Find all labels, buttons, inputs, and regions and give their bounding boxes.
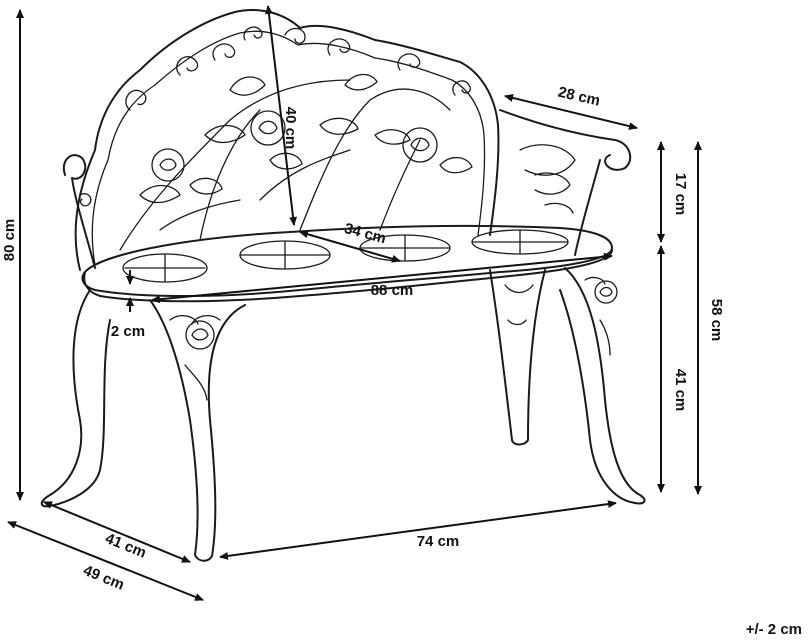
- label-backrest-top-depth: 28 cm: [556, 84, 601, 110]
- left-armrest: [62, 154, 96, 269]
- dimension-lines: [7, 5, 702, 601]
- label-height-with-armrest: 58 cm: [708, 299, 725, 342]
- backrest-inner-frame: [91, 30, 486, 266]
- dim-line-leg-width-span: [219, 500, 617, 560]
- dim-line-total-depth: [7, 521, 204, 601]
- backrest-frame: [74, 8, 500, 271]
- right-front-leg: [559, 267, 646, 505]
- label-seat-height: 41 cm: [672, 369, 689, 412]
- label-total-height: 80 cm: [1, 219, 18, 262]
- label-leg-width-span: 74 cm: [417, 533, 460, 550]
- label-tolerance: +/- 2 cm: [746, 621, 802, 638]
- leg-rose-ornament: [169, 314, 221, 401]
- dim-line-seat-width: [151, 252, 613, 304]
- label-armrest-height: 17 cm: [672, 173, 689, 216]
- seat-lattice: [122, 229, 569, 283]
- left-front-leg: [40, 289, 111, 508]
- bench-illustration: [40, 8, 646, 562]
- label-seat-depth: 34 cm: [342, 220, 387, 247]
- rear-leg: [489, 269, 546, 446]
- right-leg-ornament: [584, 276, 618, 356]
- dim-line-backrest-height: [264, 5, 298, 226]
- rose-vines: [119, 73, 473, 251]
- dimension-labels: 80 cm 40 cm 28 cm 17 cm 58 cm 41 cm 34 c…: [1, 84, 802, 638]
- seat-front-edge: [83, 249, 613, 303]
- label-seat-width: 88 cm: [371, 282, 414, 299]
- dim-line-backrest-top-depth: [504, 93, 638, 131]
- label-backrest-height: 40 cm: [282, 107, 299, 150]
- label-seat-thickness: 2 cm: [111, 323, 145, 340]
- dim-line-inner-depth: [43, 501, 191, 563]
